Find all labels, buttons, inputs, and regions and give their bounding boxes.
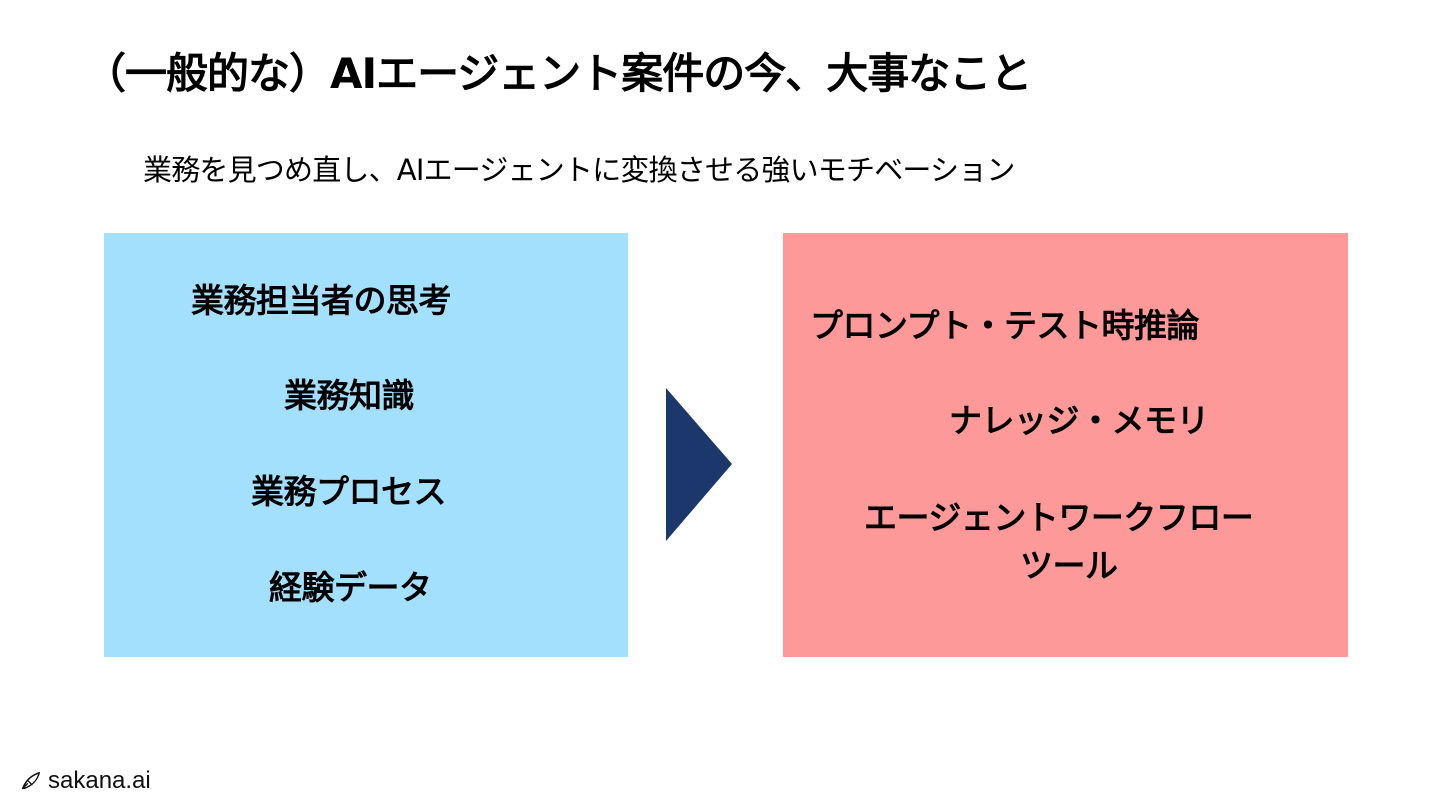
left-item-knowledge: 業務知識 <box>284 376 415 415</box>
right-item-tools: ツール <box>1020 546 1118 585</box>
right-item-prompt: プロンプト・テスト時推論 <box>810 306 1200 345</box>
sakana-logo: sakana.ai <box>20 764 151 798</box>
fish-logo-icon <box>22 772 40 790</box>
left-item-experience-data: 経験データ <box>269 568 432 607</box>
page-subtitle: 業務を見つめ直し、AIエージェントに変換させる強いモチベーション <box>143 153 1015 187</box>
page-title: （一般的な）AIエージェント案件の今、大事なこと <box>84 49 1032 98</box>
ai-agent-components-box: プロンプト・テスト時推論 ナレッジ・メモリ エージェントワークフロー ツール <box>783 233 1348 657</box>
chevron-right-triangle-icon <box>666 388 732 541</box>
logo-text: sakana.ai <box>48 767 151 794</box>
left-item-process: 業務プロセス <box>251 472 447 511</box>
left-item-thinking: 業務担当者の思考 <box>191 281 452 320</box>
right-item-agent-workflow: エージェントワークフロー <box>864 498 1254 537</box>
business-knowledge-box: 業務担当者の思考 業務知識 業務プロセス 経験データ <box>104 233 628 657</box>
right-item-knowledge-memory: ナレッジ・メモリ <box>949 401 1210 440</box>
